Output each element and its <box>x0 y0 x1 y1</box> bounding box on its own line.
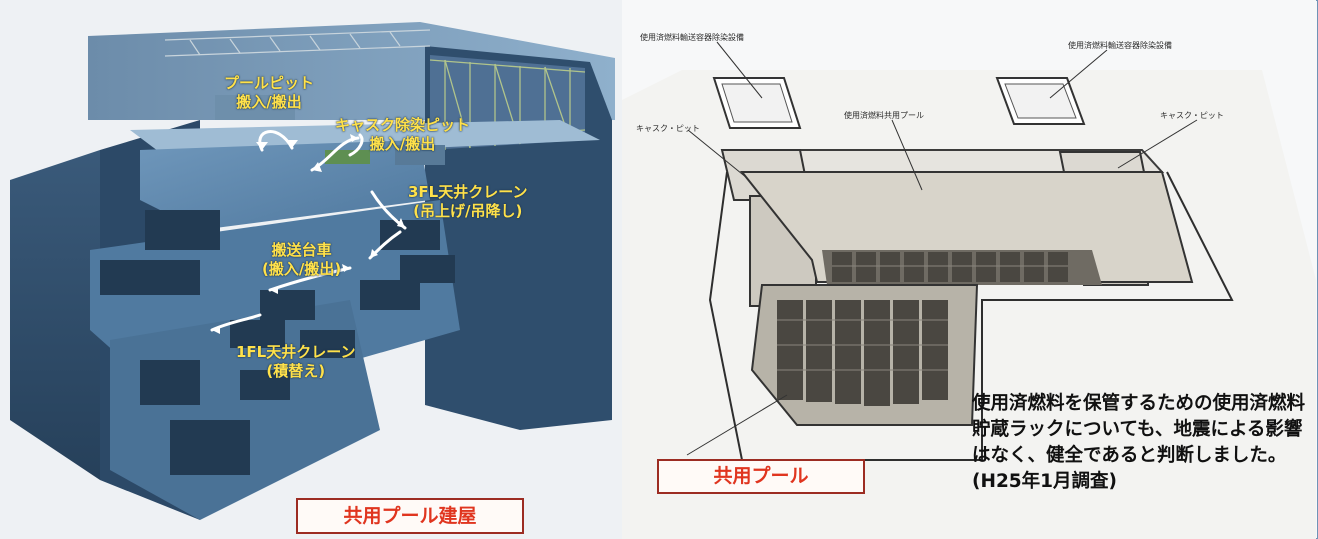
label-decon-left-text: 使用済燃料輸送容器除染設備 <box>640 33 744 42</box>
assessment-note-text: 使用済燃料を保管するための使用済燃料貯蔵ラックについても、地震による影響はなく、… <box>972 393 1306 492</box>
caption-building-text: 共用プール建屋 <box>343 505 477 527</box>
label-1f-crane-text: 1FL天井クレーン (積替え) <box>236 343 356 380</box>
label-cask-pit-right-text: キャスク・ピット <box>1160 111 1224 120</box>
label-decon-right-text: 使用済燃料輸送容器除染設備 <box>1068 41 1172 50</box>
caption-building: 共用プール建屋 <box>296 498 524 534</box>
pool-diagram-panel: 使用済燃料輸送容器除染設備 使用済燃料輸送容器除染設備 キャスク・ピット 使用済… <box>622 0 1316 539</box>
label-pool-pit-text: プールピット 搬入/搬出 <box>224 74 315 111</box>
label-pool-text: 使用済燃料共用プール <box>844 111 924 120</box>
label-cask-pit-left: キャスク・ピット <box>636 123 700 134</box>
label-pool: 使用済燃料共用プール <box>844 110 924 121</box>
label-decon-left: 使用済燃料輸送容器除染設備 <box>640 32 744 43</box>
caption-pool: 共用プール <box>657 459 865 494</box>
assessment-note: 使用済燃料を保管するための使用済燃料貯蔵ラックについても、地震による影響はなく、… <box>972 391 1314 495</box>
label-transport-cart-text: 搬送台車 (搬入/搬出) <box>262 241 342 278</box>
label-cask-pit-left-text: キャスク・ピット <box>636 124 700 133</box>
label-3f-crane: 3FL天井クレーン (吊上げ/吊降し) <box>408 183 528 221</box>
label-pool-pit: プールピット 搬入/搬出 <box>224 74 314 112</box>
label-decon-right: 使用済燃料輸送容器除染設備 <box>1068 40 1172 51</box>
building-illustration <box>0 0 622 539</box>
label-3f-crane-text: 3FL天井クレーン (吊上げ/吊降し) <box>408 183 528 220</box>
label-cask-pit-right: キャスク・ピット <box>1160 110 1224 121</box>
pool-illustration <box>622 0 1316 539</box>
caption-pool-text: 共用プール <box>713 465 809 487</box>
label-cask-decon-pit-text: キャスク除染ピット 搬入/搬出 <box>335 116 471 153</box>
label-transport-cart: 搬送台車 (搬入/搬出) <box>262 241 341 279</box>
building-cutaway-panel: プールピット 搬入/搬出 キャスク除染ピット 搬入/搬出 3FL天井クレーン (… <box>0 0 622 539</box>
label-cask-decon-pit: キャスク除染ピット 搬入/搬出 <box>335 116 470 154</box>
label-1f-crane: 1FL天井クレーン (積替え) <box>236 343 356 381</box>
